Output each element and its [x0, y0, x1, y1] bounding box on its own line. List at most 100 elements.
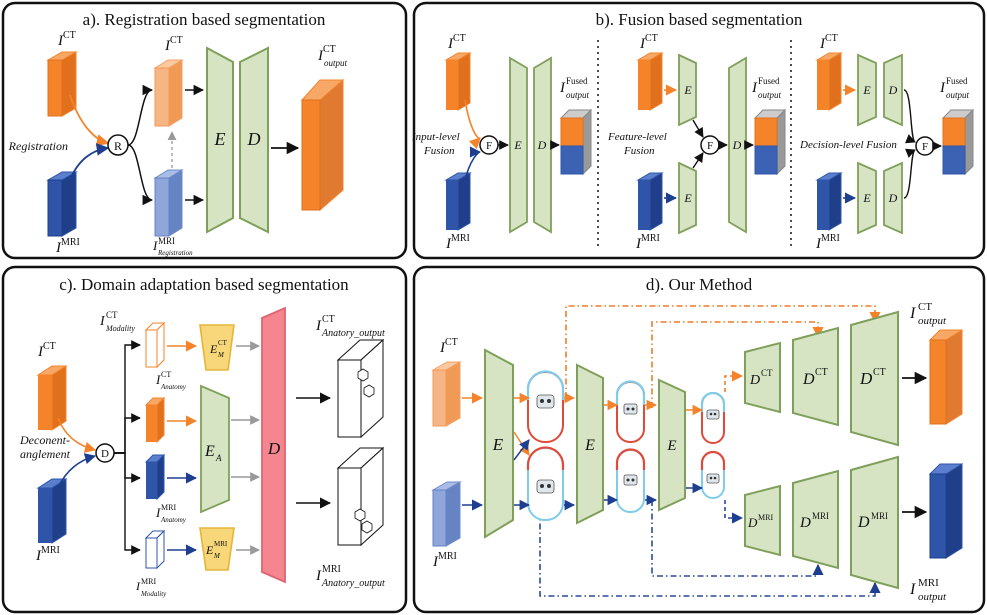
- em-ct-sup: CT: [218, 339, 228, 347]
- decoder-ct-b3: [883, 53, 903, 127]
- decoder-mri-3: [850, 455, 899, 590]
- decoder-ct-1-sup: CT: [761, 368, 773, 378]
- decoder-mri-3-label: D: [857, 514, 870, 531]
- encoder-ct-b3: [857, 53, 877, 127]
- mri-sup-b1: MRI: [451, 233, 470, 244]
- robot-icon: [623, 474, 638, 486]
- mri-modality-sup: MRI: [141, 577, 156, 586]
- reg-to-ct-arrow: [127, 84, 154, 146]
- fused-out-sup-b2: Fused: [758, 76, 780, 86]
- skip-ct-outer: [565, 305, 881, 398]
- em-mri-sub: M: [213, 552, 221, 560]
- fused-out-label-b2: I: [751, 80, 758, 96]
- encoder-d3-label: E: [666, 438, 676, 454]
- decision-level-label: Decision-level Fusion: [799, 139, 897, 151]
- encoder-ct-b2-label: E: [683, 83, 692, 97]
- encoder-ct-b2: [678, 53, 697, 127]
- mri-sup-b2: MRI: [641, 233, 660, 244]
- mri-input-sup-d: MRI: [438, 551, 457, 562]
- encoder-b1: [509, 56, 528, 234]
- skip-mri-mid: [651, 500, 824, 577]
- em-ct-sub: M: [217, 351, 225, 359]
- decoder-mri-b3: [883, 161, 903, 235]
- dis-to-ct-anatomy: [114, 413, 141, 454]
- robot-icon: [536, 479, 555, 494]
- ct-output-sup: CT: [323, 44, 336, 55]
- dec-ct-to-fuse-b3: [903, 89, 916, 144]
- ct-input-label: I: [57, 33, 64, 49]
- mri-label-b2: I: [635, 236, 642, 252]
- encoder-mri-b3: [857, 161, 877, 235]
- mri-mid-volume: [153, 169, 184, 237]
- ct-mid-sup: CT: [170, 35, 183, 46]
- fused-output-b1: [559, 108, 593, 176]
- ct-input-sup: CT: [63, 30, 76, 41]
- ct-sup-b1: CT: [453, 33, 466, 44]
- mri-volume-b3: [815, 172, 843, 231]
- skip-mri-outer: [539, 510, 881, 597]
- mri-input-volume-d: [431, 481, 462, 547]
- feature-level-line2: Fusion: [623, 145, 655, 157]
- ct-input-label-d: I: [439, 340, 446, 356]
- fuse-node-b2-label: F: [707, 140, 713, 152]
- ct-output-sub-d: output: [918, 315, 947, 327]
- decoder-mri-1: [744, 484, 781, 557]
- feature-level-line1: Feature-level: [607, 131, 667, 143]
- dis-to-mri-modality: [114, 452, 141, 555]
- panel-d-border: [412, 265, 986, 614]
- ct-anatomy-volume: [144, 396, 166, 444]
- decoder-ct-2-label: D: [802, 371, 815, 388]
- decoder-label: D: [247, 129, 261, 149]
- ct-anatomy-output: [336, 338, 385, 439]
- em-ct-label: E: [209, 342, 218, 356]
- input-level-line1: Input-level: [411, 131, 460, 143]
- mri-anatomy-out-sup: MRI: [322, 564, 341, 575]
- ct-to-dis-arrow: [57, 417, 97, 453]
- ct-input-volume: [46, 51, 78, 117]
- ct-volume-b2: [636, 52, 664, 111]
- mri-to-dis-arrow: [57, 453, 97, 489]
- panel-b-border: [412, 1, 986, 260]
- fused-out-sup-b3: Fused: [946, 76, 968, 86]
- em-ct-encoder: [199, 324, 235, 371]
- ct-sup-b3: CT: [825, 33, 838, 44]
- mri-mid-label: I: [152, 238, 158, 253]
- decoder-ct-3-sup: CT: [873, 367, 886, 378]
- disentangle-label-line2: anglement: [20, 447, 71, 461]
- ea-label: E: [204, 443, 215, 460]
- mri-modality-volume: [144, 529, 166, 570]
- panel-a-border: [1, 1, 408, 260]
- ct-to-reg-arrow: [69, 94, 110, 147]
- ct-input-volume-d: [431, 361, 462, 427]
- mri-input-volume-c: [36, 478, 68, 544]
- panel-b: b). Fusion based segmentation I CT I MRI…: [411, 1, 986, 260]
- encoder-mri-b3-label: E: [862, 191, 871, 205]
- encoder-d1-label: E: [492, 435, 504, 454]
- decoder-b2: [728, 56, 747, 234]
- mri-output-sub-d: output: [918, 591, 947, 603]
- ct-modality-label: I: [99, 314, 106, 329]
- panel-d-title: d). Our Method: [646, 275, 753, 294]
- mri-input-sup-c: MRI: [41, 545, 60, 556]
- robot-icon: [706, 409, 720, 420]
- decoder-mri-1-sup: MRI: [758, 513, 773, 522]
- fuse-node-b3-label: F: [922, 141, 928, 153]
- encoder-block: [206, 46, 234, 234]
- ct-volume-b3: [815, 52, 843, 111]
- disentangle-label-line1: Deconent-: [19, 433, 70, 447]
- decoder-block: [239, 46, 269, 234]
- decoder-ct-b3-label: D: [888, 83, 898, 97]
- decoder-ct-1-label: D: [749, 373, 760, 388]
- ct-output-label-d: I: [909, 305, 916, 322]
- ct-modality-volume: [144, 321, 166, 369]
- decoder-mri-2: [792, 469, 839, 570]
- fused-out-sup-b1: Fused: [566, 76, 588, 86]
- panel-c-border: [1, 265, 408, 614]
- decoder-mri-2-label: D: [799, 515, 811, 531]
- ct-anatomy-out-sup: CT: [322, 314, 335, 325]
- registration-node-label: R: [114, 139, 122, 153]
- encoder-d3: [658, 378, 686, 512]
- decoder-b2-label: D: [732, 138, 742, 152]
- mri-input-label-d: I: [432, 554, 439, 570]
- ct-input-sup-c: CT: [43, 341, 56, 352]
